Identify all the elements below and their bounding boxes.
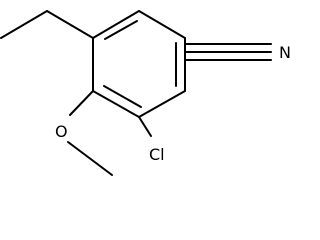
ring-bond-c4-c5 xyxy=(138,90,186,118)
chloro-group: Cl xyxy=(138,116,165,164)
methoxy-group: O xyxy=(55,90,113,176)
ethyl-group xyxy=(0,10,94,39)
benzene-ring xyxy=(92,10,186,118)
chemical-structure: N Cl O xyxy=(0,10,291,176)
chlorine-label: Cl xyxy=(149,145,165,164)
ring-bond-c1-c2 xyxy=(92,10,140,39)
oxygen-bond xyxy=(69,90,94,116)
ring-double-bond-top xyxy=(104,20,138,40)
ring-bond-c2-c3 xyxy=(138,10,186,39)
ethyl-bond-2 xyxy=(0,10,48,39)
oxygen-label: O xyxy=(55,122,68,141)
ring-double-bond-bottom xyxy=(103,85,142,108)
nitrogen-label: N xyxy=(279,43,291,62)
chlorine-bond xyxy=(138,116,152,137)
methyl-bond xyxy=(67,141,113,176)
nitrile-group: N xyxy=(184,43,291,62)
ring-bond-c5-c6 xyxy=(92,90,140,118)
ethyl-bond-1 xyxy=(46,10,94,39)
